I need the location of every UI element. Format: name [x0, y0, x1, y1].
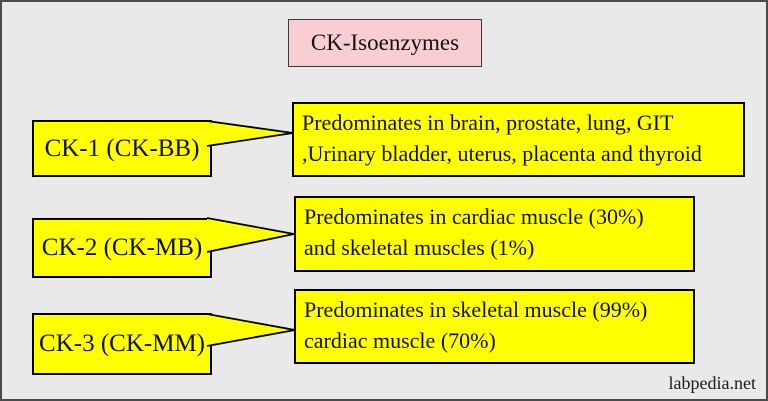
ck3-connector-pointer — [206, 313, 296, 347]
ck2-description-line-1: Predominates in cardiac muscle (30%) — [304, 204, 644, 229]
ck2-label: CK-2 (CK-MB) — [41, 234, 203, 261]
ck2-connector-pointer — [206, 217, 295, 253]
ck1-label-box: CK-1 (CK-BB) — [32, 120, 212, 177]
ck3-label: CK-3 (CK-MM) — [39, 330, 205, 357]
ck3-description-line-2: cardiac muscle (70%) — [304, 328, 496, 353]
ck1-description-line-1: Predominates in brain, prostate, lung, G… — [302, 110, 674, 135]
ck2-description-box: Predominates in cardiac muscle (30%) and… — [294, 196, 695, 272]
ck1-label: CK-1 (CK-BB) — [44, 134, 200, 162]
ck2-label-box: CK-2 (CK-MB) — [32, 218, 212, 278]
watermark-text: labpedia.net — [668, 373, 756, 393]
ck1-description-line-2: ,Urinary bladder, uterus, placenta and t… — [302, 141, 702, 166]
ck1-connector-pointer — [206, 120, 294, 147]
ck3-description-line-1: Predominates in skeletal muscle (99%) — [304, 297, 648, 322]
diagram-title-box: CK-Isoenzymes — [288, 19, 482, 67]
ck2-description-line-2: and skeletal muscles (1%) — [304, 235, 535, 260]
ck3-description-box: Predominates in skeletal muscle (99%) ca… — [294, 289, 695, 364]
ck3-label-box: CK-3 (CK-MM) — [32, 313, 212, 375]
ck1-description-box: Predominates in brain, prostate, lung, G… — [292, 102, 745, 177]
diagram-title: CK-Isoenzymes — [310, 30, 460, 55]
